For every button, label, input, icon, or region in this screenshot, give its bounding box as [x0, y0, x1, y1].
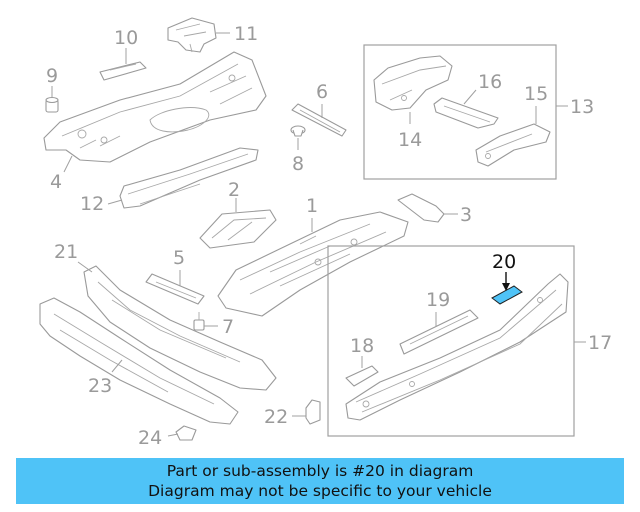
callout-2: 2	[228, 179, 240, 201]
part-3-bracket	[397, 193, 445, 223]
callout-7: 7	[222, 316, 234, 338]
callout-5: 5	[173, 247, 185, 269]
part-22-bracket	[305, 399, 321, 425]
callout-10: 10	[114, 27, 138, 49]
part-18-reinforcement	[345, 365, 379, 387]
group-box-13	[363, 44, 557, 180]
callout-16: 16	[478, 71, 502, 93]
callout-23: 23	[88, 375, 112, 397]
callout-18: 18	[350, 335, 374, 357]
callout-12: 12	[80, 193, 104, 215]
callout-1: 1	[306, 195, 318, 217]
callout-11: 11	[234, 23, 258, 45]
callout-6: 6	[316, 81, 328, 103]
banner-line-2: Diagram may not be specific to your vehi…	[148, 482, 492, 500]
part-23-sill	[39, 297, 239, 425]
part-24-cover	[175, 425, 197, 441]
callout-20[interactable]: 20	[492, 251, 516, 273]
callout-21: 21	[54, 241, 78, 263]
part-19-reinforcement	[399, 309, 479, 355]
part-11-bracket	[167, 17, 217, 53]
callout-9: 9	[46, 65, 58, 87]
callout-14: 14	[398, 129, 422, 151]
callout-13: 13	[570, 96, 594, 118]
part-10-bracket	[99, 61, 147, 81]
callout-22: 22	[264, 406, 288, 428]
part-16-bracket	[433, 97, 499, 129]
callout-15: 15	[524, 83, 548, 105]
part-20-highlighted[interactable]	[491, 285, 523, 305]
banner-line-1: Part or sub-assembly is #20 in diagram	[166, 462, 474, 480]
part-6-brace	[291, 103, 347, 137]
part-21-sill	[83, 265, 277, 391]
callout-24: 24	[138, 427, 162, 449]
callout-8: 8	[292, 153, 304, 175]
callout-4: 4	[50, 171, 62, 193]
callout-19: 19	[426, 289, 450, 311]
part-2-panel	[199, 209, 277, 249]
part-12-crossmember	[119, 147, 259, 209]
callout-3: 3	[460, 204, 472, 226]
part-4-rear-floor-panel	[43, 51, 267, 163]
callout-17: 17	[588, 332, 612, 354]
part-8-grommet	[290, 125, 306, 137]
part-5-bracket	[145, 273, 205, 305]
group-box-17	[327, 245, 575, 437]
part-17-side-sill	[345, 273, 569, 421]
part-14-rail	[373, 55, 453, 111]
part-15-bracket	[475, 123, 551, 167]
info-banner: Part or sub-assembly is #20 in diagram D…	[16, 458, 624, 504]
part-7-bolt	[193, 312, 205, 331]
part-9-plug	[45, 96, 59, 113]
part-1-main-floor-panel	[217, 211, 409, 317]
parts-diagram: 1 2 3 4 5 6 7 8 9 10 11 12 13 14 15 16 1…	[39, 17, 612, 449]
